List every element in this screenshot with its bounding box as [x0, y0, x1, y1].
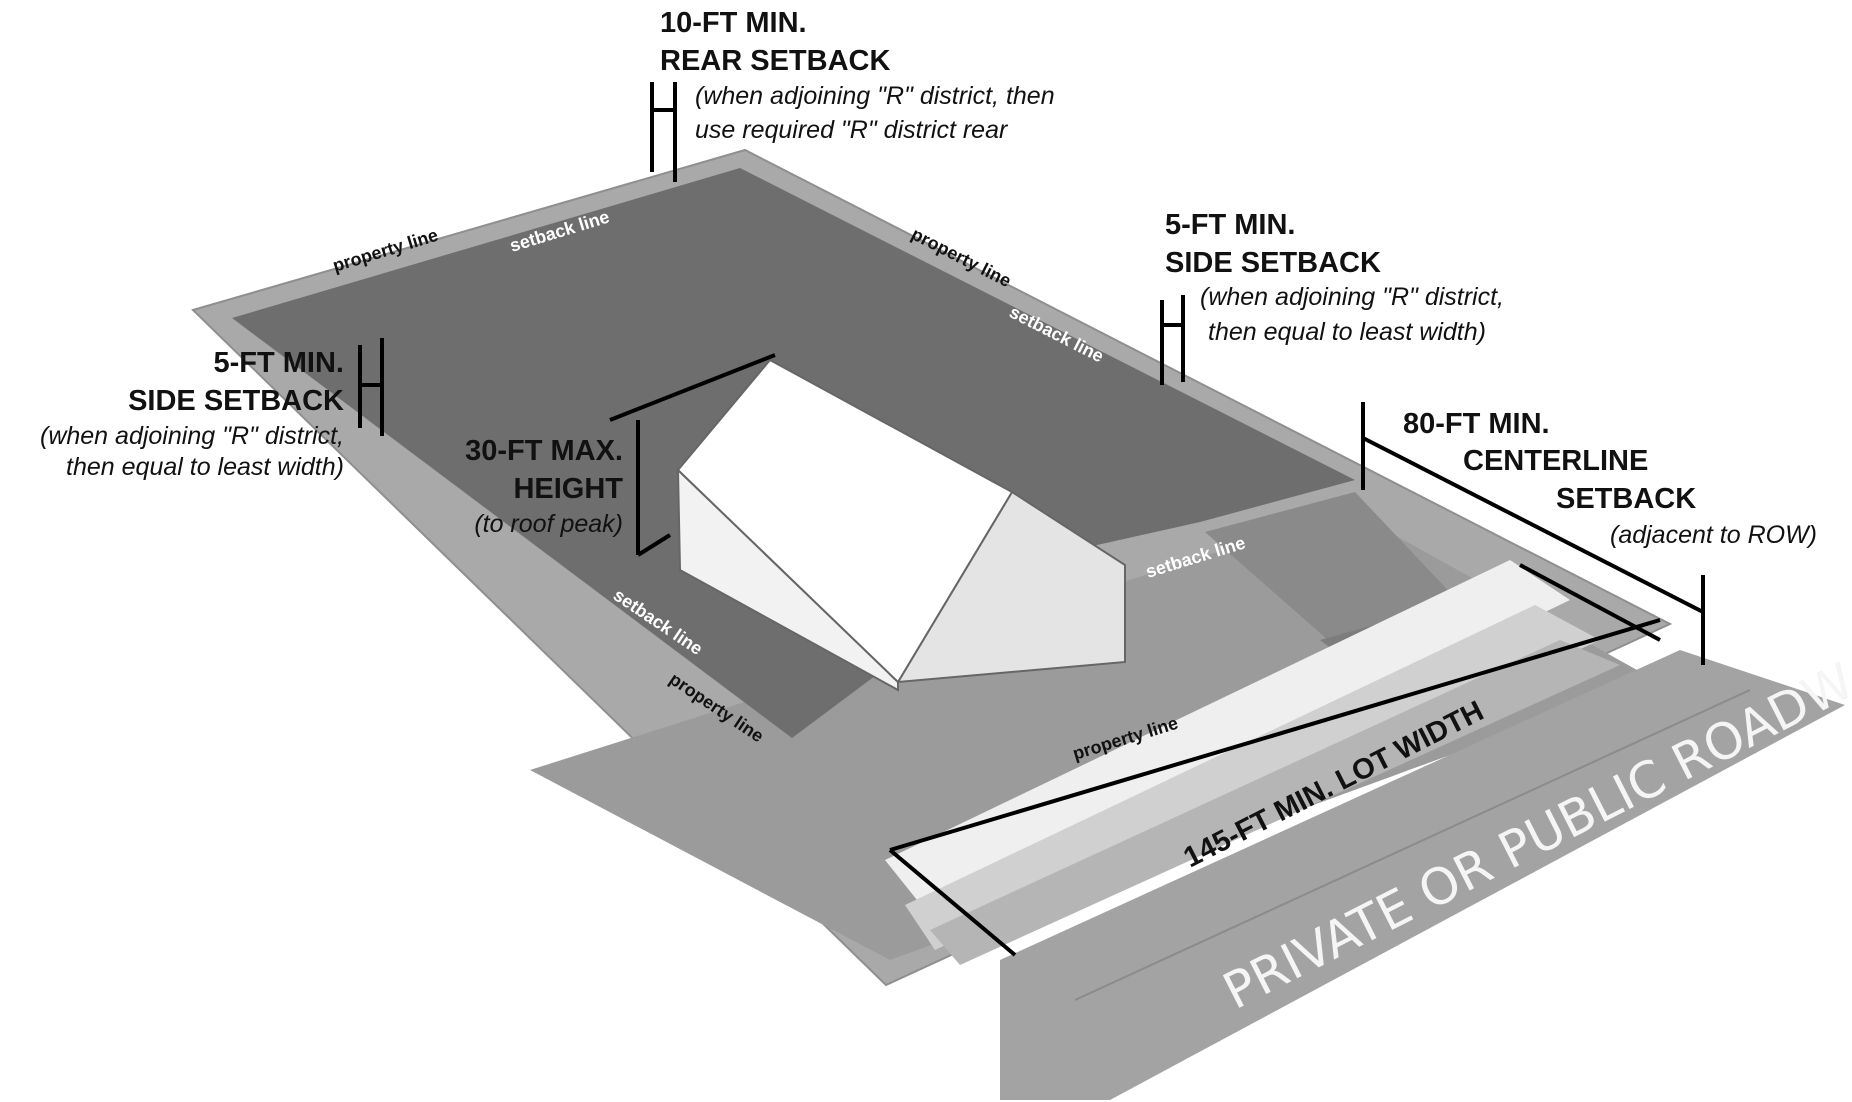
roadway-surface [1000, 650, 1845, 1100]
height-marker-top [609, 353, 776, 422]
road-centerline [1074, 689, 1751, 1001]
right-side-setback-note-2: then equal to least width) [1208, 318, 1486, 346]
centerline-title-2: CENTERLINE [1463, 445, 1648, 477]
rear-setback-title-2: REAR SETBACK [660, 45, 890, 77]
centerline-title-1: 80-FT MIN. [1403, 408, 1550, 440]
rear-setback-title-1: 10-FT MIN. [660, 7, 807, 39]
right-side-setback-title-1: 5-FT MIN. [1165, 209, 1296, 241]
curb-stripe-3 [930, 640, 1620, 965]
lot-width-marker-tick-right [1519, 563, 1661, 642]
curb-stripe [885, 560, 1570, 910]
right-side-setback-title-2: SIDE SETBACK [1165, 247, 1381, 279]
rear-setback-note-1: (when adjoining "R" district, then [695, 82, 1055, 110]
left-side-setback-title-2: SIDE SETBACK [128, 385, 344, 417]
lot-width-marker-tick-left [888, 848, 1017, 957]
centerline-title-3: SETBACK [1556, 483, 1696, 515]
centerline-marker-line [1362, 436, 1704, 614]
height-title-1: 30-FT MAX. [465, 435, 623, 467]
centerline-note: (adjacent to ROW) [1610, 521, 1817, 549]
left-side-setback-title-1: 5-FT MIN. [214, 347, 345, 379]
height-note: (to roof peak) [474, 510, 623, 538]
rear-setback-note-2: use required "R" district rear [695, 116, 1009, 144]
height-title-2: HEIGHT [513, 473, 623, 505]
left-side-setback-note-1: (when adjoining "R" district, [40, 422, 344, 450]
right-side-setback-note-1: (when adjoining "R" district, [1200, 283, 1504, 311]
house-roof [676, 358, 1014, 684]
height-marker-bottom [636, 533, 672, 557]
left-side-setback-note-2: then equal to least width) [66, 453, 344, 481]
lot-width-marker-line [889, 618, 1661, 852]
